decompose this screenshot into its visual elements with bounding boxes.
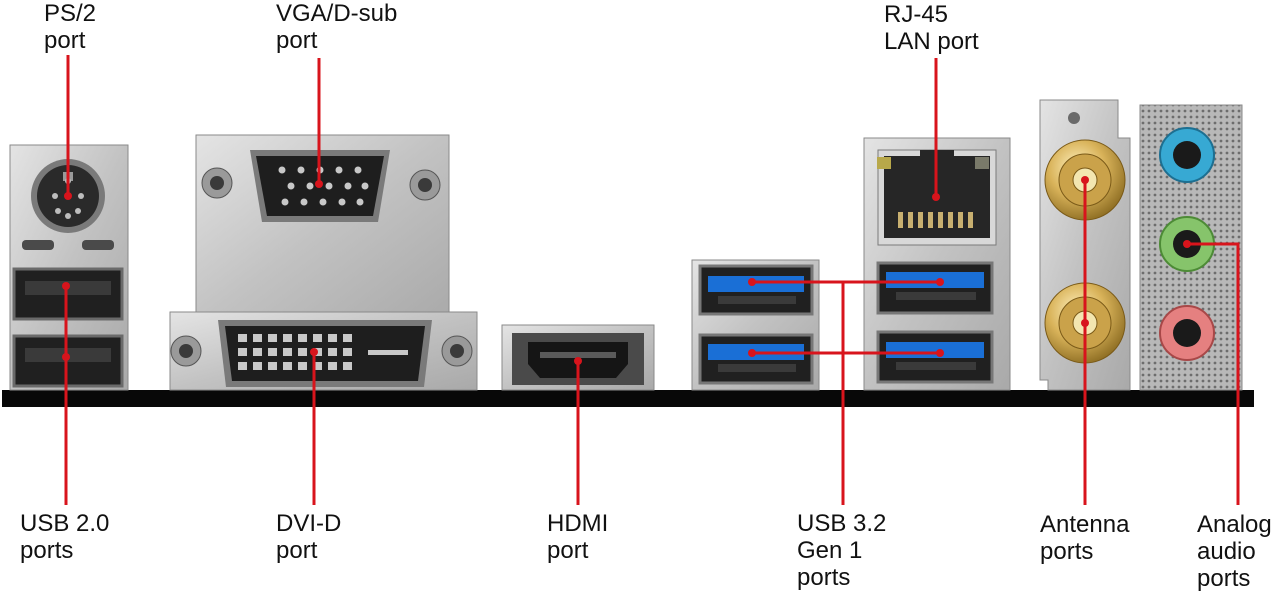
usb-port-icon	[698, 333, 814, 385]
antenna-connector-icon	[1044, 139, 1126, 221]
label-line: port	[276, 537, 318, 564]
label-line: HDMI	[547, 510, 609, 537]
label-analog-audio-ports: Analog audio ports	[1197, 511, 1272, 592]
antenna-bracket	[1039, 99, 1131, 391]
leader-line-audio	[1187, 242, 1240, 505]
dvi-port-icon	[170, 320, 473, 387]
label-line: ports	[797, 564, 851, 591]
label-line: Antenna	[1040, 511, 1130, 538]
label-line: Gen 1	[797, 537, 863, 564]
leader-line-usb32	[752, 280, 940, 505]
usb3-stack-left	[691, 259, 820, 391]
label-vga-port: VGA/D-sub port	[276, 0, 397, 54]
label-line: ports	[1040, 538, 1094, 565]
label-line: VGA/D-sub	[276, 0, 398, 27]
label-line: port	[276, 27, 318, 54]
label-antenna-ports: Antenna ports	[1040, 511, 1129, 565]
label-line: LAN port	[884, 28, 979, 55]
label-line: ports	[20, 537, 74, 564]
audio-jack-icon	[1159, 305, 1215, 361]
label-line: port	[44, 27, 86, 54]
usb-port-icon	[12, 267, 124, 321]
baseplate	[2, 390, 1254, 407]
label-usb32-ports: USB 3.2 Gen 1 ports	[797, 510, 886, 591]
usb-port-icon	[698, 264, 814, 316]
label-line: audio	[1197, 538, 1256, 565]
label-ps2-port: PS/2 port	[44, 0, 96, 54]
audio-bracket	[1139, 104, 1243, 391]
usb-port-icon	[876, 261, 994, 315]
label-usb2-ports: USB 2.0 ports	[20, 510, 109, 564]
vga-dvi-stack	[169, 134, 478, 391]
leader-lines	[64, 55, 1240, 505]
label-line: PS/2	[44, 0, 97, 27]
label-line: Analog	[1197, 511, 1272, 538]
label-line: ports	[1197, 565, 1251, 592]
usb-port-icon	[876, 330, 994, 384]
label-hdmi-port: HDMI port	[547, 510, 608, 564]
usb-port-icon	[12, 334, 124, 388]
label-line: USB 2.0	[20, 510, 110, 537]
label-dvi-port: DVI-D port	[276, 510, 341, 564]
label-line: USB 3.2	[797, 510, 887, 537]
label-rj45-port: RJ-45 LAN port	[884, 1, 979, 55]
label-line: RJ-45	[884, 1, 949, 28]
label-line: DVI-D	[276, 510, 342, 537]
label-line: port	[547, 537, 589, 564]
audio-jack-icon	[1159, 127, 1215, 183]
leader-dots	[62, 176, 1191, 365]
